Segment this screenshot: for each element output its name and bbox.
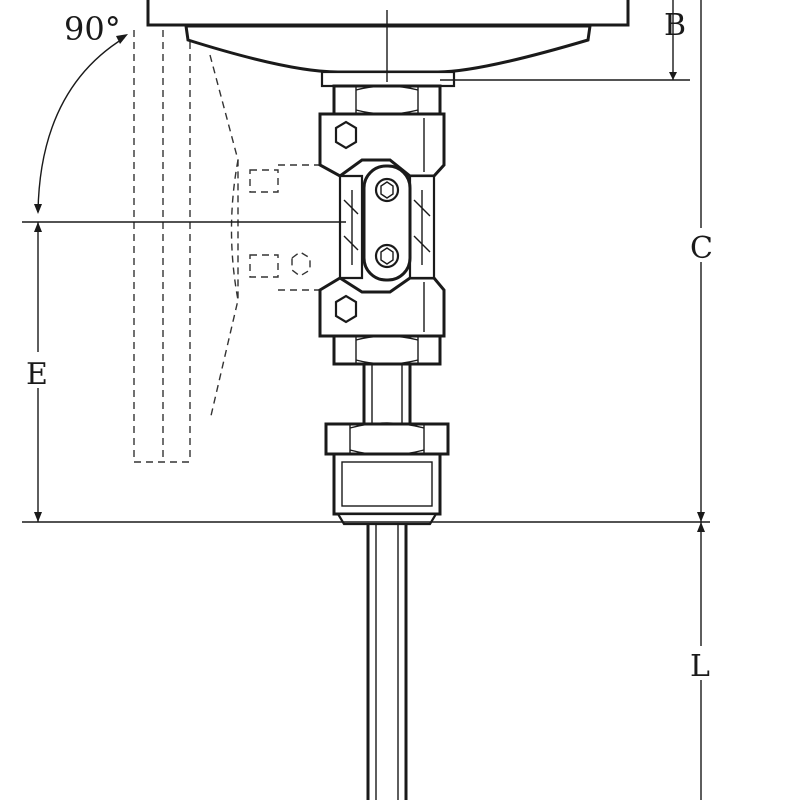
rotation-angle-label: 90° xyxy=(64,10,121,48)
dimension-e: E xyxy=(24,222,52,522)
dial-housing xyxy=(146,0,630,88)
dimension-e-label: E xyxy=(26,357,48,392)
rotated-position-outline xyxy=(133,30,340,463)
sensor-stem xyxy=(366,524,408,800)
dimension-b-label: B xyxy=(664,8,686,43)
dimension-l-label: L xyxy=(690,649,710,684)
dimension-l: L xyxy=(688,522,716,800)
dimension-c: C xyxy=(688,0,716,522)
neck-tube xyxy=(362,362,412,426)
rotation-angle: 90° xyxy=(34,10,128,214)
lower-hex-nut xyxy=(332,334,442,366)
dimension-c-label: C xyxy=(690,231,713,266)
swivel-joint xyxy=(318,112,446,338)
upper-hex-nut xyxy=(332,84,442,116)
extension-lines xyxy=(22,10,710,523)
process-fitting xyxy=(324,422,450,526)
dimension-b: B xyxy=(664,0,686,80)
